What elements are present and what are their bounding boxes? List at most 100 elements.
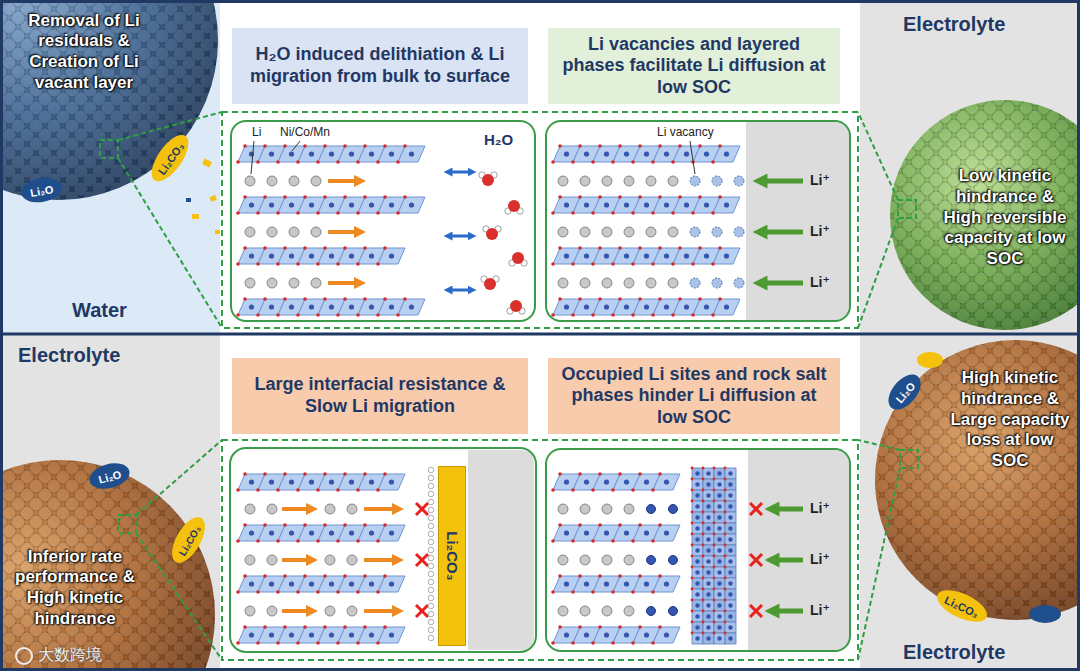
oxygen-atom [691, 478, 694, 481]
octahedral-tile [378, 525, 405, 541]
octahedral-tile [398, 299, 425, 315]
rocksalt-cell [692, 534, 703, 545]
header-box: H₂O induced delithiation & Li migration … [232, 28, 528, 104]
oxygen-atom [713, 467, 716, 470]
sphere-texture [0, 460, 215, 671]
oxygen-atom [724, 566, 727, 569]
tm-atom [289, 632, 294, 637]
rocksalt-cell [725, 556, 736, 567]
compound-label: Li₂O [30, 183, 55, 199]
oxygen-atom [236, 211, 240, 215]
li-atom [245, 606, 255, 616]
tm-atom [584, 632, 589, 637]
oxygen-atom [691, 489, 694, 492]
li-atom [646, 227, 656, 237]
panel-label: H₂O [482, 131, 515, 149]
tm-in-li-site [647, 556, 656, 565]
rocksalt-cell [714, 622, 725, 633]
rocksalt-cell [692, 512, 703, 523]
tm-atom [664, 632, 669, 637]
rocksalt-cell [703, 600, 714, 611]
migration-arrow [282, 507, 312, 511]
oxygen-atom [691, 577, 694, 580]
oxygen-atom [403, 297, 407, 301]
tm-in-li-site [669, 607, 678, 616]
oxygen-atom [724, 511, 727, 514]
rocksalt-cell [714, 578, 725, 589]
octahedral-tile [653, 627, 680, 643]
rocksalt-cell [703, 556, 714, 567]
oxygen-atom [256, 539, 260, 543]
lattice-panel: LiNi/Co/MnH₂O [230, 120, 536, 322]
oxygen-atom [611, 641, 615, 645]
oxygen-atom [618, 195, 622, 199]
oxygen-atom [296, 590, 300, 594]
tm-atom [644, 632, 649, 637]
oxygen-atom [702, 467, 705, 470]
oxygen-atom [323, 144, 327, 148]
surface-li-site [428, 619, 434, 625]
oxygen-atom [323, 625, 327, 629]
tm-atom [704, 202, 709, 207]
oxygen-atom [571, 160, 575, 164]
li-atom [267, 504, 277, 514]
migration-arrow [760, 179, 803, 184]
lattice-panel [230, 448, 536, 652]
tm-atom [604, 253, 609, 258]
zoom-leader [858, 468, 900, 660]
tm-atom [664, 253, 669, 258]
li-atom [602, 504, 612, 514]
oxygen-atom [343, 195, 347, 199]
oxygen-atom [383, 574, 387, 578]
oxygen-atom [323, 523, 327, 527]
oxygen-atom [256, 641, 260, 645]
tm-atom [584, 253, 589, 258]
tm-atom [604, 202, 609, 207]
li-atom [245, 227, 255, 237]
rocksalt-cell [703, 578, 714, 589]
half-divider [0, 333, 1080, 336]
tm-atom [717, 537, 721, 541]
tm-atom [724, 202, 729, 207]
oxygen-atom [611, 539, 615, 543]
oxygen-atom [638, 246, 642, 250]
tm-atom [389, 632, 394, 637]
compound-label: Li₂O [97, 468, 123, 486]
tm-atom [269, 202, 274, 207]
tm-atom [369, 530, 374, 535]
debris-particle [186, 198, 191, 202]
tm-atom [269, 304, 274, 309]
tm-atom [564, 632, 569, 637]
oxygen-atom [638, 574, 642, 578]
tm-atom [717, 482, 721, 486]
li-vacancy [690, 176, 700, 186]
oxygen-atom [383, 523, 387, 527]
tm-atom [728, 614, 732, 618]
oxygen-atom [678, 195, 682, 199]
tm-atom [369, 253, 374, 258]
oxygen-atom [618, 574, 622, 578]
tm-atom [269, 632, 274, 637]
li-atom [602, 176, 612, 186]
tm-atom [349, 253, 354, 258]
rocksalt-cell [703, 523, 714, 534]
tm-in-li-site [669, 505, 678, 514]
tm-atom [369, 304, 374, 309]
rocksalt-cell [703, 534, 714, 545]
oxygen-atom [403, 144, 407, 148]
migration-arrow [364, 558, 398, 562]
tm-atom [728, 625, 732, 629]
oxygen-atom [618, 246, 622, 250]
oxygen-atom [283, 625, 287, 629]
oxygen-atom [256, 488, 260, 492]
octahedral-tile [378, 627, 405, 643]
oxygen-atom [578, 625, 582, 629]
tm-atom [309, 581, 314, 586]
panel-label: Li⁺ [808, 602, 832, 619]
oxygen-atom [611, 211, 615, 215]
oxygen-atom [651, 488, 655, 492]
tm-atom [684, 253, 689, 258]
oxygen-atom [316, 160, 320, 164]
tm-atom [409, 202, 414, 207]
